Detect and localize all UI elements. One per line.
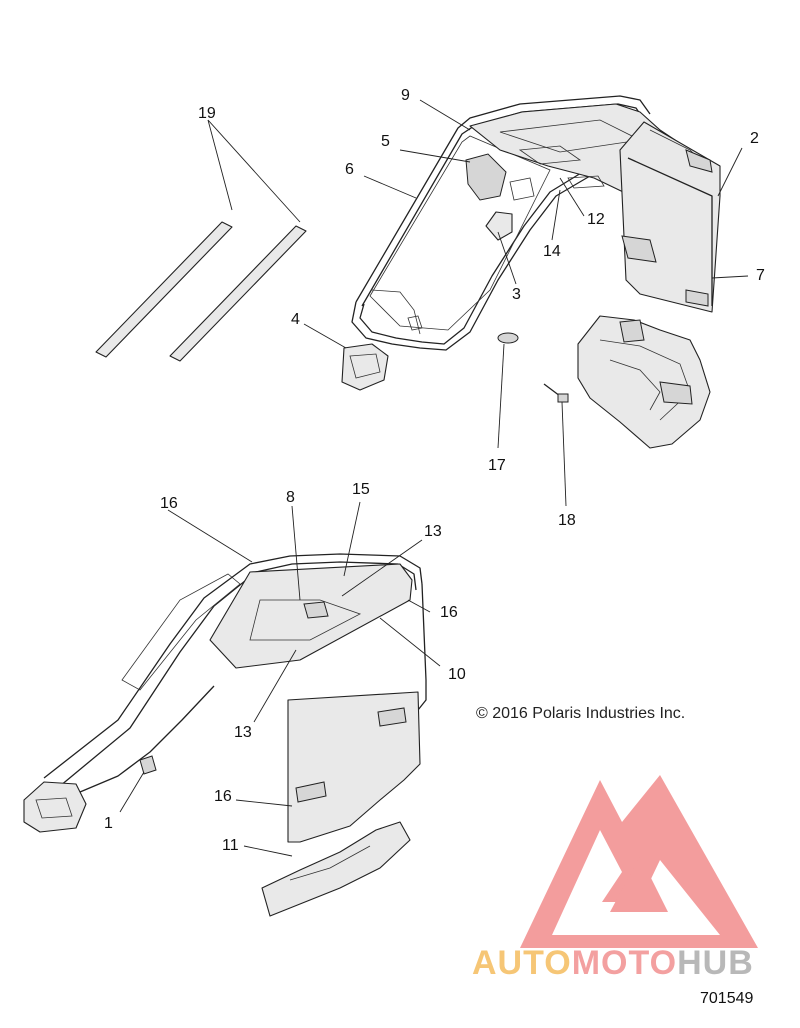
copyright-notice: © 2016 Polaris Industries Inc.	[476, 705, 686, 722]
callout-6: 6	[345, 161, 354, 178]
wordmark-auto: AUTO	[472, 944, 572, 982]
callout-16-top: 16	[160, 495, 178, 512]
lower-roof-assembly	[23, 553, 427, 917]
floor-panel-upper	[577, 315, 711, 449]
callout-13-lower: 13	[234, 724, 252, 741]
callout-12: 12	[587, 211, 605, 228]
callout-16-left: 16	[214, 788, 232, 805]
watermark-wordmark: AUTOMOTOHUB	[472, 944, 754, 983]
callout-3: 3	[512, 286, 521, 303]
watermark-logo-icon	[520, 775, 758, 948]
callout-19: 19	[198, 105, 216, 122]
callout-11: 11	[222, 837, 239, 854]
callout-9: 9	[401, 87, 410, 104]
callout-4: 4	[291, 311, 300, 328]
callout-10: 10	[448, 666, 466, 683]
callout-1: 1	[104, 815, 113, 832]
trim-strips-part-19	[95, 221, 307, 362]
leader-lines	[119, 99, 749, 857]
wordmark-moto: MOTO	[571, 944, 678, 982]
callout-5: 5	[381, 133, 390, 150]
callout-7: 7	[756, 267, 765, 284]
callout-17: 17	[488, 457, 506, 474]
rear-panel-part-2-7	[619, 121, 721, 313]
callout-8: 8	[286, 489, 295, 506]
callout-13-upper: 13	[424, 523, 442, 540]
callout-18: 18	[558, 512, 576, 529]
callout-2: 2	[750, 130, 759, 147]
callout-15: 15	[352, 481, 370, 498]
callout-14: 14	[543, 243, 561, 260]
wordmark-hub: HUB	[677, 944, 754, 982]
screw-part-18	[543, 383, 569, 403]
callout-16-right: 16	[440, 604, 458, 621]
drawing-number: 701549	[700, 990, 754, 1007]
grommet-part-17	[497, 332, 519, 344]
